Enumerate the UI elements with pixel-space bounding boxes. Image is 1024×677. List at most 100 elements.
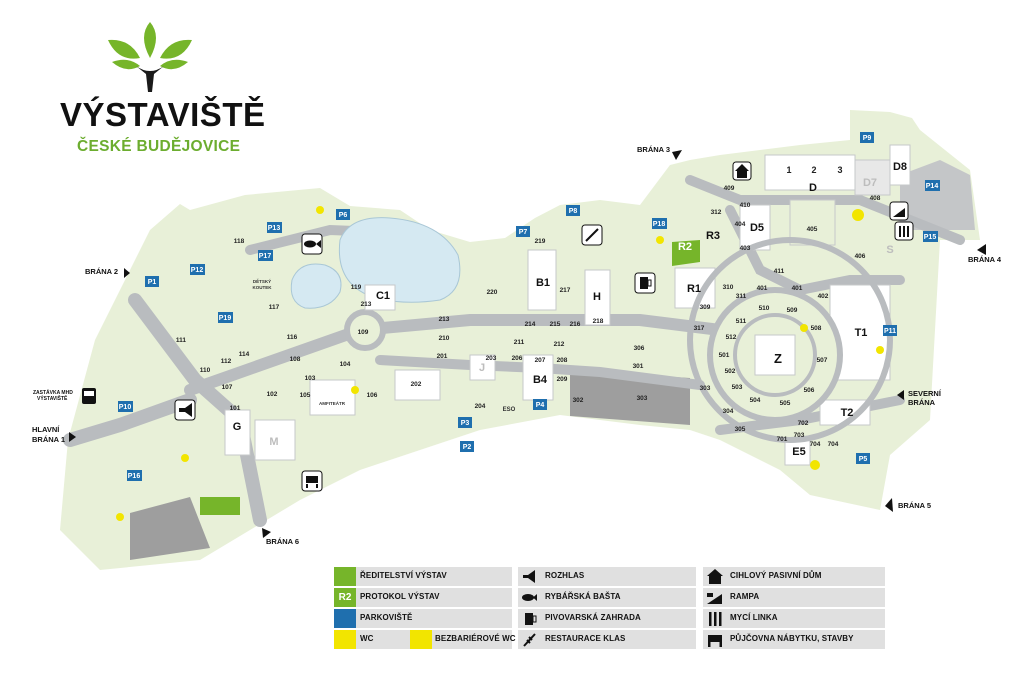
plot-number: 110: [200, 367, 211, 374]
logo-subtitle: ČESKÉ BUDĚJOVICE: [77, 138, 241, 155]
parking-label: P4: [536, 402, 545, 409]
legend-item-restaurace: RESTAURACE KLAS: [518, 630, 696, 649]
hall-label-c1: C1: [376, 290, 390, 302]
plot-number: 402: [818, 293, 829, 300]
plot-number: 406: [855, 253, 866, 260]
parking-signs: P1 P12 P13 P17 P6 P19 P10 P16 P7 P8 P18 …: [118, 132, 940, 481]
plot-number: 103: [305, 375, 316, 382]
parking-label: P16: [128, 473, 141, 480]
plot-number: 118: [234, 238, 245, 245]
hall-b4: [522, 354, 554, 401]
plot-number: 3: [837, 165, 842, 175]
plot-number: 215: [550, 321, 561, 328]
legend-label: PŮJČOVNA NÁBYTKU, STAVBY: [730, 634, 854, 643]
green-accents: [200, 240, 700, 515]
amfiteatr-label: AMFITEÁTR: [319, 400, 346, 406]
hall-label-d5: D5: [750, 222, 764, 234]
hall-label-r1: R1: [687, 283, 701, 295]
logo-mark: [108, 22, 192, 92]
bus-icon: [84, 391, 94, 396]
legend-item-reditelstvi: ŘEDITELSTVÍ VÝSTAV: [334, 567, 512, 586]
megaphone-icon: [174, 399, 196, 421]
plot-number: 403: [740, 245, 751, 252]
hall-d8: [889, 144, 911, 186]
plot-number: 411: [774, 268, 785, 275]
ramp-icon: [889, 201, 909, 221]
parking-p10: P10: [118, 401, 133, 412]
r2-building: [672, 240, 700, 266]
plot-number: 703: [794, 432, 805, 439]
house-icon: [706, 568, 724, 585]
plot-number: 505: [780, 400, 791, 407]
wheelchair-icon: [876, 346, 884, 354]
plot-number: 119: [351, 284, 362, 291]
plot-number: 401: [792, 285, 803, 292]
hall-e5: [784, 439, 811, 466]
plot-number: 203: [486, 355, 497, 362]
plot-number: 306: [634, 345, 645, 352]
plot-number: 202: [411, 381, 422, 388]
plot-number: 303: [637, 395, 648, 402]
wc-marker: [852, 209, 864, 221]
parking-label: P13: [268, 225, 281, 232]
hall-label-e5: E5: [792, 446, 805, 458]
plot-numbers: 118 117 119 213 213 220 219 217 218 214 …: [176, 165, 881, 448]
hall-label-h: H: [593, 291, 601, 303]
eso-label: ESO: [503, 407, 516, 413]
legend-item-rozhlas: ROZHLAS: [518, 567, 696, 586]
east-area: [900, 160, 975, 230]
plot-number: 216: [570, 321, 581, 328]
gate-arrow-icon: [672, 150, 682, 160]
plot-number: 401: [757, 285, 768, 292]
parking-label: P6: [339, 212, 348, 219]
hall-d: [764, 154, 856, 191]
map-icons: [174, 161, 914, 492]
logo-leaf-icon: [160, 59, 188, 70]
logo-leaf-icon: [160, 39, 192, 59]
wc-marker: [656, 236, 664, 244]
gate-brana-4: BRÁNA 4: [968, 255, 1002, 264]
logo-leaf-icon: [144, 22, 156, 58]
legend-label: RESTAURACE KLAS: [545, 634, 626, 643]
beer-icon: [634, 272, 656, 294]
parking-p1: P1: [145, 276, 159, 287]
parking-p9: P9: [860, 132, 874, 143]
plot-number: 405: [807, 226, 818, 233]
wc-swatch: [334, 630, 356, 649]
plot-number: 101: [230, 405, 241, 412]
legend-item-pivovarska: PIVOVARSKÁ ZAHRADA: [518, 609, 696, 628]
hall-j: [469, 354, 496, 381]
road-entry: [63, 393, 197, 447]
building-104: [309, 379, 356, 416]
wc-marker: [351, 386, 359, 394]
hall-label-j: J: [479, 362, 485, 374]
hall-label-g: G: [233, 421, 242, 433]
furniture-icon: [706, 631, 724, 648]
legend-label: WC: [360, 634, 374, 643]
plot-number: 501: [719, 352, 730, 359]
bus-stop-label: ZASTÁVKA MHD: [33, 389, 73, 396]
lakes: [290, 217, 461, 309]
legend-label: ŘEDITELSTVÍ VÝSTAV: [360, 571, 447, 580]
legend-item-pujcovna: PŮJČOVNA NÁBYTKU, STAVBY: [703, 630, 885, 649]
car-wash-icon: [894, 221, 914, 241]
plot-number: 317: [694, 325, 705, 332]
plot-number: 409: [724, 185, 735, 192]
hall-label-r3: R3: [706, 230, 720, 242]
parking-swatch: [334, 609, 356, 628]
gate-brana-3: BRÁNA 3: [637, 145, 670, 154]
parking-p2: P2: [460, 441, 474, 452]
plot-number: 404: [735, 221, 746, 228]
parking-p5: P5: [856, 453, 870, 464]
plot-number: 312: [711, 209, 722, 216]
wc-marker: [810, 460, 820, 470]
wheat-icon: [581, 224, 603, 246]
parking-label: P12: [191, 267, 204, 274]
plot-number: 218: [593, 318, 604, 325]
parking-p7: P7: [516, 226, 530, 237]
plot-number: 504: [750, 397, 761, 404]
gate-severni: SEVERNÍ: [908, 389, 942, 398]
parking-p8: P8: [566, 205, 580, 216]
parking-label: P2: [463, 444, 472, 451]
plot-number: 213: [361, 301, 372, 308]
